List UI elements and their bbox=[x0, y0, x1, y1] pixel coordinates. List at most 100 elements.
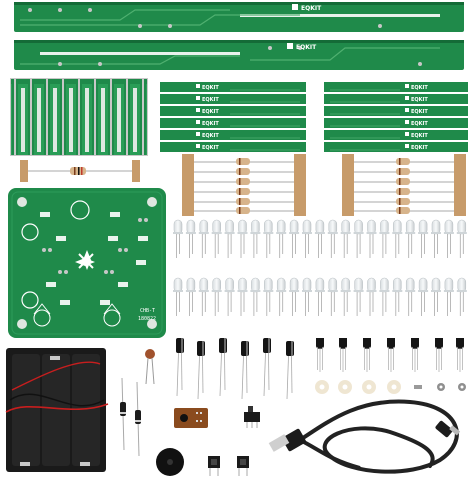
santa-face-icon-left bbox=[33, 303, 51, 327]
led bbox=[353, 219, 364, 258]
screws-and-nuts bbox=[414, 383, 466, 391]
led bbox=[340, 219, 351, 258]
brand-label-l5: EQKIT bbox=[202, 133, 219, 139]
electrolytic-capacitor bbox=[176, 338, 184, 397]
brand-label-l3: EQKIT bbox=[202, 109, 219, 115]
led bbox=[224, 219, 235, 258]
sound-module bbox=[174, 408, 208, 428]
small-pcb-stack-right: EQKIT EQKIT EQKIT EQKIT EQKIT EQKIT bbox=[324, 82, 468, 152]
led bbox=[443, 219, 454, 258]
transistor bbox=[456, 338, 464, 372]
brand-label-l2: EQKIT bbox=[202, 97, 219, 103]
resistor-strip-right bbox=[342, 154, 466, 216]
board-date-label: 180822 bbox=[138, 316, 156, 322]
led-row-top bbox=[173, 219, 467, 258]
transistor bbox=[363, 338, 371, 372]
led bbox=[263, 277, 274, 316]
led bbox=[289, 277, 300, 316]
led bbox=[443, 277, 454, 316]
led bbox=[198, 277, 209, 316]
led bbox=[276, 219, 287, 258]
led bbox=[224, 277, 235, 316]
led bbox=[211, 277, 222, 316]
transistor bbox=[435, 338, 443, 372]
led bbox=[456, 277, 467, 316]
led bbox=[263, 219, 274, 258]
led bbox=[250, 277, 261, 316]
transistor bbox=[339, 338, 347, 372]
brand-label-r4: EQKIT bbox=[411, 121, 428, 127]
led bbox=[211, 219, 222, 258]
push-button-right bbox=[237, 456, 249, 476]
snowflake-icon bbox=[75, 250, 95, 270]
led bbox=[366, 277, 377, 316]
ceramic-capacitor bbox=[145, 349, 155, 385]
electrolytic-capacitor bbox=[219, 338, 227, 397]
long-pcb-bar-bottom: EQKIT bbox=[14, 40, 464, 70]
led bbox=[173, 277, 183, 316]
transistor bbox=[387, 338, 395, 372]
led bbox=[418, 219, 429, 258]
led bbox=[366, 219, 377, 258]
brand-label-r2: EQKIT bbox=[411, 97, 428, 103]
brand-label-r3: EQKIT bbox=[411, 109, 428, 115]
brand-label-r1: EQKIT bbox=[411, 85, 428, 91]
vertical-strip-pcbs bbox=[10, 78, 148, 156]
led-row-bottom bbox=[173, 277, 467, 316]
transistor bbox=[316, 338, 324, 372]
led bbox=[340, 277, 351, 316]
electrolytic-capacitor bbox=[263, 338, 271, 397]
main-square-pcb: CHB-T 180822 bbox=[8, 188, 166, 338]
brand-label-r5: EQKIT bbox=[411, 133, 428, 139]
led bbox=[250, 219, 261, 258]
led bbox=[327, 219, 338, 258]
nylon-washers bbox=[315, 380, 401, 394]
led bbox=[431, 219, 441, 258]
led bbox=[327, 277, 338, 316]
long-pcb-bar-top: EQKIT bbox=[14, 2, 464, 32]
led bbox=[185, 277, 196, 316]
diodes bbox=[120, 377, 141, 457]
brand-label-l1: EQKIT bbox=[202, 85, 219, 91]
brand-label-r6: EQKIT bbox=[411, 145, 428, 151]
resistor-strip-single bbox=[20, 160, 140, 182]
battery-holder bbox=[5, 348, 109, 472]
led bbox=[405, 219, 416, 258]
push-button-left bbox=[208, 456, 220, 476]
led bbox=[302, 277, 312, 316]
buzzer bbox=[156, 448, 184, 476]
resistor-strip-left bbox=[182, 154, 306, 216]
small-pcb-stack-left: EQKIT EQKIT EQKIT EQKIT EQKIT EQKIT bbox=[160, 82, 306, 152]
led bbox=[379, 219, 390, 258]
brand-label-bottom: EQKIT bbox=[296, 44, 317, 51]
led bbox=[392, 277, 403, 316]
brand-label-l6: EQKIT bbox=[202, 145, 219, 151]
led bbox=[302, 219, 312, 258]
led bbox=[314, 277, 325, 316]
led bbox=[237, 219, 248, 258]
electrolytic-capacitor bbox=[197, 341, 205, 400]
led bbox=[289, 219, 300, 258]
electrolytic-capacitor bbox=[286, 341, 294, 400]
led bbox=[198, 219, 209, 258]
battery-wire-red bbox=[5, 403, 109, 413]
led bbox=[431, 277, 441, 316]
led bbox=[276, 277, 287, 316]
led bbox=[405, 277, 416, 316]
led bbox=[392, 219, 403, 258]
santa-face-icon-right bbox=[103, 303, 121, 327]
led bbox=[185, 219, 196, 258]
electrolytic-capacitors bbox=[176, 338, 294, 400]
electrolytic-capacitor bbox=[241, 341, 249, 400]
led bbox=[379, 277, 390, 316]
led bbox=[353, 277, 364, 316]
brand-label-l4: EQKIT bbox=[202, 121, 219, 127]
led bbox=[456, 219, 467, 258]
board-code-label: CHB-T bbox=[140, 308, 155, 314]
transistor bbox=[411, 338, 419, 372]
led bbox=[314, 219, 325, 258]
led bbox=[418, 277, 429, 316]
led bbox=[173, 219, 183, 258]
led bbox=[237, 277, 248, 316]
